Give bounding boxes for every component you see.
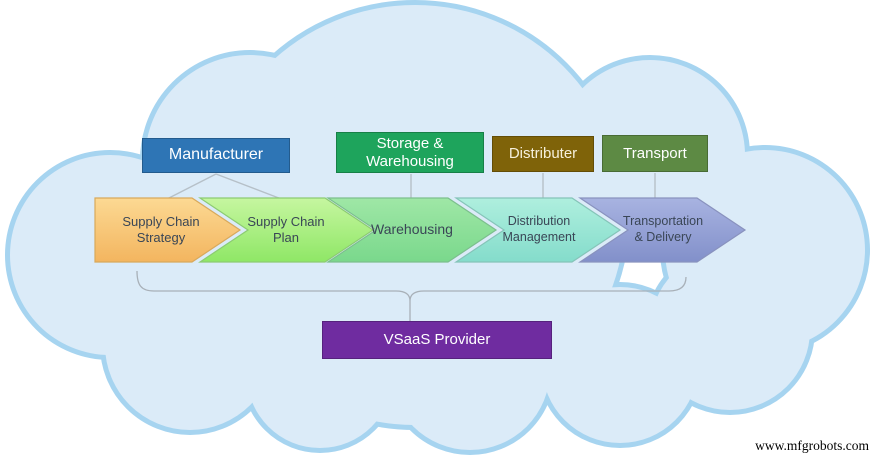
box-manufacturer: Manufacturer bbox=[142, 138, 290, 173]
box-storage-warehousing-label: Storage & Warehousing bbox=[366, 134, 454, 170]
chevron-label-transportation-delivery: Transportation & Delivery bbox=[622, 214, 704, 244]
box-manufacturer-label: Manufacturer bbox=[168, 146, 264, 164]
box-distributer-label: Distributer bbox=[508, 145, 578, 163]
connector-lines bbox=[166, 173, 656, 201]
chevron-label-supply-chain-strategy: Supply Chain Strategy bbox=[122, 213, 200, 245]
bracket bbox=[136, 270, 687, 322]
watermark-text: www.mfgrobots.com bbox=[755, 438, 869, 453]
chevron-label-distribution-management: Distribution Management bbox=[502, 214, 576, 244]
chevron-transportation-delivery bbox=[578, 197, 747, 263]
box-storage-warehousing: Storage & Warehousing bbox=[336, 132, 484, 173]
connector-manufacturer-strategy bbox=[166, 173, 217, 200]
box-transport: Transport bbox=[602, 135, 708, 172]
box-transport-label: Transport bbox=[623, 144, 687, 162]
chevron-label-supply-chain-plan: Supply Chain Plan bbox=[247, 213, 325, 245]
box-vsaas-provider-label: VSaaS Provider bbox=[383, 331, 491, 349]
chevron-row bbox=[94, 197, 747, 263]
connector-manufacturer-plan bbox=[215, 173, 285, 201]
box-vsaas-provider: VSaaS Provider bbox=[322, 321, 552, 359]
chevron-warehousing bbox=[326, 197, 498, 263]
chevron-label-warehousing: Warehousing bbox=[371, 221, 453, 238]
box-distributer: Distributer bbox=[492, 136, 594, 172]
chevron-distribution-management bbox=[454, 197, 622, 263]
chevron-supply-chain-strategy bbox=[94, 197, 242, 263]
chevron-supply-chain-plan bbox=[198, 197, 375, 263]
